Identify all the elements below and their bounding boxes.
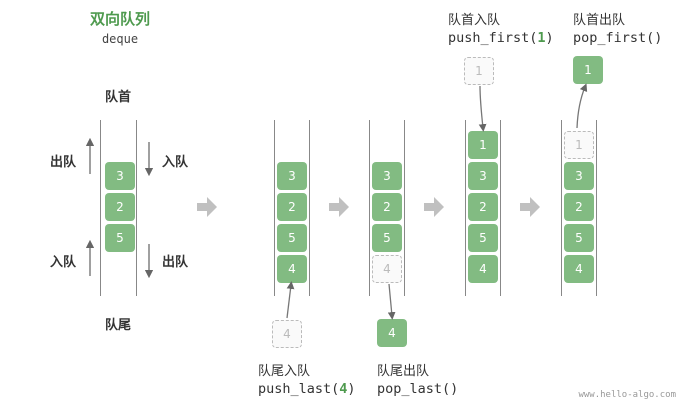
deque-item-new: 4 — [277, 255, 307, 283]
tail-enqueue-label: 入队 — [50, 255, 77, 270]
step-label: 队首出队 — [573, 13, 626, 28]
watermark: www.hello-algo.com — [578, 390, 676, 400]
step-label: 队首入队 — [448, 13, 501, 28]
step-label: 队尾入队 — [258, 364, 311, 379]
deque-item: 3 — [277, 162, 307, 190]
incoming-item-ghost: 4 — [272, 320, 302, 348]
outgoing-item: 4 — [377, 319, 407, 347]
rail-right — [404, 120, 405, 296]
head-enqueue-label: 入队 — [162, 155, 189, 170]
rail-left — [561, 120, 562, 296]
rail-right — [136, 120, 137, 296]
deque-item: 5 — [277, 224, 307, 252]
step-arrow-icon — [197, 197, 217, 217]
deque-item-new: 1 — [468, 131, 498, 159]
rail-right — [309, 120, 310, 296]
deque-item: 5 — [105, 224, 135, 252]
deque-item: 2 — [105, 193, 135, 221]
step-arrow-icon — [329, 197, 349, 217]
deque-item: 3 — [372, 162, 402, 190]
tail-dequeue-label: 出队 — [162, 255, 189, 270]
step-code: push_last(4) — [258, 381, 356, 397]
deque-item: 3 — [468, 162, 498, 190]
removed-item-ghost: 1 — [564, 131, 594, 159]
tail-label: 队尾 — [105, 318, 132, 333]
deque-item: 3 — [564, 162, 594, 190]
rail-right — [596, 120, 597, 296]
rail-left — [369, 120, 370, 296]
push-arrow-icon — [478, 85, 487, 132]
step-label: 队尾出队 — [377, 364, 430, 379]
step-arrow-icon — [520, 197, 540, 217]
step-code: push_first(1) — [448, 30, 554, 46]
deque-item: 5 — [468, 224, 498, 252]
step-code: pop_first() — [573, 30, 663, 46]
rail-left — [100, 120, 101, 296]
incoming-item-ghost: 1 — [464, 57, 494, 85]
rail-left — [274, 120, 275, 296]
removed-item-ghost: 4 — [372, 255, 402, 283]
deque-item: 2 — [372, 193, 402, 221]
head-dequeue-label: 出队 — [50, 155, 77, 170]
pop-arrow-icon — [576, 83, 588, 129]
push-arrow-icon — [286, 281, 295, 319]
deque-item: 5 — [564, 224, 594, 252]
diagram-title: 双向队列 — [89, 10, 150, 28]
deque-item: 4 — [468, 255, 498, 283]
rail-right — [500, 120, 501, 296]
step-code: pop_last() — [377, 381, 459, 397]
deque-item: 2 — [277, 193, 307, 221]
diagram-subtitle: deque — [101, 32, 139, 46]
outgoing-item: 1 — [573, 56, 603, 84]
rail-left — [465, 120, 466, 296]
pop-arrow-icon — [387, 283, 396, 320]
deque-item: 2 — [564, 193, 594, 221]
deque-item: 3 — [105, 162, 135, 190]
deque-item: 2 — [468, 193, 498, 221]
step-arrow-icon — [424, 197, 444, 217]
head-label: 队首 — [105, 90, 132, 105]
deque-item: 4 — [564, 255, 594, 283]
deque-item: 5 — [372, 224, 402, 252]
